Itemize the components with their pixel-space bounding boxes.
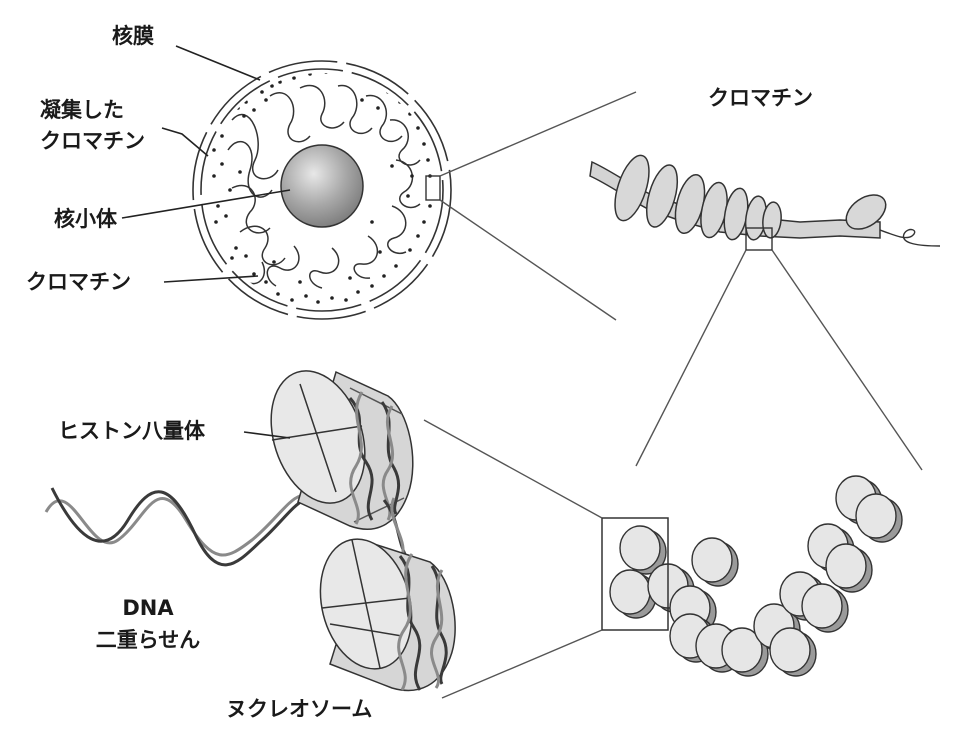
label-nucleosome: ヌクレオソーム: [226, 697, 373, 721]
chain-disc: [609, 569, 657, 619]
label-histone-octamer: ヒストン八量体: [58, 419, 205, 443]
label-nuclear-membrane: 核膜: [112, 24, 154, 48]
cell-nucleus: [192, 60, 452, 320]
fiber-tail: [879, 228, 941, 247]
zoom-line-to-box-bottom: [441, 629, 603, 699]
chain-zoom-box: [601, 517, 669, 631]
chain-disc: [825, 543, 873, 593]
chain-disc: [721, 627, 769, 677]
chain-disc: [619, 525, 667, 575]
fiber-zoom-box: [745, 227, 773, 251]
label-nucleolus: 核小体: [54, 207, 117, 231]
zoom-lines-to-nucleosome: [423, 419, 603, 699]
leader-condensed-chromatin: [161, 127, 209, 157]
zoom-line-left: [635, 249, 747, 467]
nuclear-membrane-outer: [192, 60, 452, 320]
dna-strand-dark: [50, 487, 305, 567]
zoom-line-upper: [439, 91, 637, 177]
label-chromatin-left: クロマチン: [26, 270, 131, 294]
leader-histone-octamer: [243, 431, 291, 439]
chromatin-zoom-box: [425, 175, 441, 201]
chain-disc: [855, 493, 903, 543]
leader-nucleolus: [121, 189, 291, 219]
nucleolus-sphere: [280, 144, 364, 228]
nucleosome-detail: [44, 370, 456, 692]
label-condensed-chromatin-line1: 凝集した: [40, 98, 124, 122]
label-dna-line1: DNA: [122, 596, 174, 620]
interphase-chromatin-loops: [227, 84, 421, 289]
zoom-line-to-box-top: [423, 419, 603, 519]
nucleosome-chain: [601, 475, 903, 677]
label-dna-line2: 二重らせん: [95, 628, 201, 652]
dna-strand-light: [44, 494, 301, 557]
label-condensed-chromatin-line2: クロマチン: [40, 129, 145, 153]
leader-nuclear-membrane: [175, 45, 261, 81]
zoom-line-lower: [439, 199, 617, 321]
zoom-lines-to-chain: [635, 249, 923, 471]
zoom-lines-to-fiber: [439, 91, 637, 321]
chromatin-fiber: [589, 154, 941, 251]
nucleus-leader-lines: [121, 45, 291, 283]
chain-disc: [801, 583, 849, 633]
chain-disc: [769, 627, 817, 677]
zoom-line-right: [771, 249, 923, 471]
label-chromatin-right: クロマチン: [708, 86, 813, 110]
leader-chromatin-left: [163, 275, 259, 283]
dna-wrap-lower: [397, 553, 448, 691]
histone-cylinder-lower: [319, 538, 456, 692]
chain-disc: [691, 537, 739, 587]
fiber-coils: [614, 154, 887, 241]
